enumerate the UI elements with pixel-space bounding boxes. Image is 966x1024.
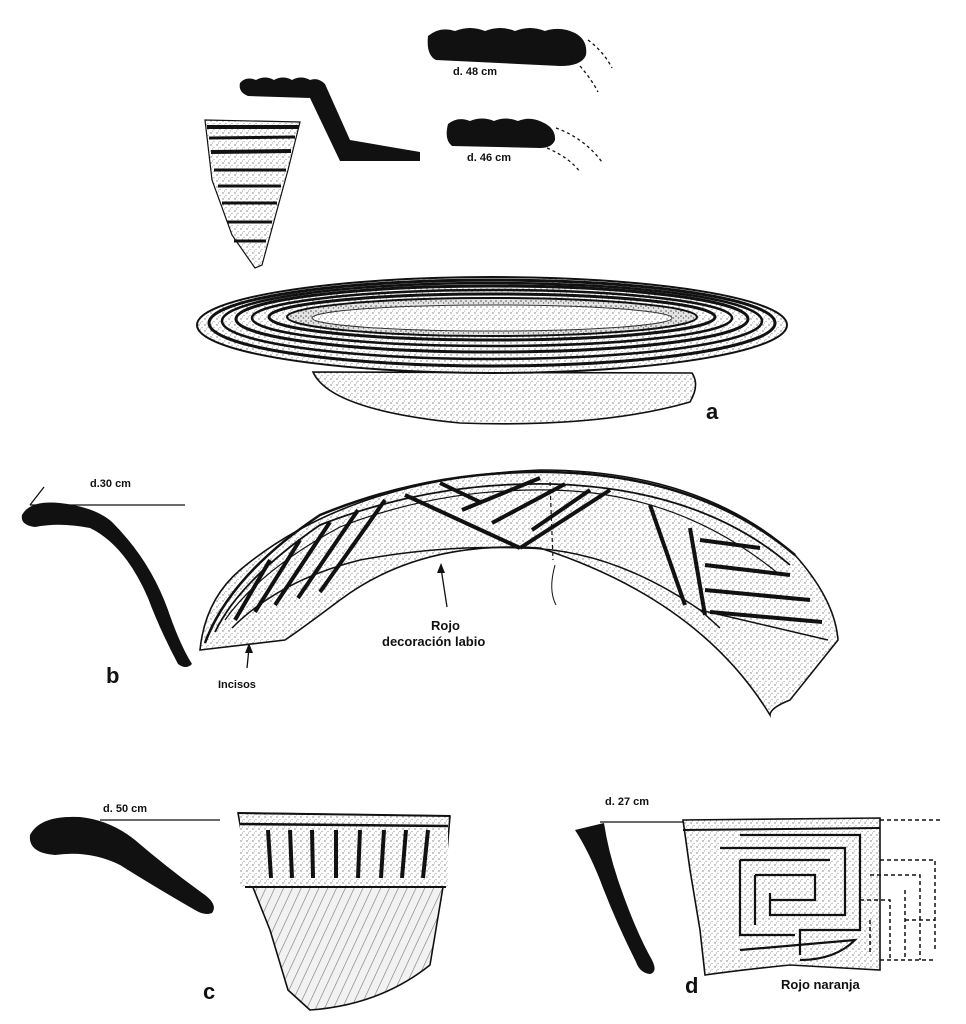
figure-c-profile: d. 50 cm: [29, 803, 220, 914]
figure-letter-a: a: [706, 399, 719, 424]
figure-a-profile-46: d. 46 cm: [446, 118, 603, 173]
figure-d: d. 27 cm: [575, 796, 940, 998]
figure-d-profile: d. 27 cm: [575, 796, 700, 974]
figure-b-profile: d.30 cm: [21, 478, 192, 667]
diameter-label-a2: d. 46 cm: [467, 152, 511, 164]
annotation-incisos: Incisos: [218, 679, 256, 691]
diameter-label-c: d. 50 cm: [103, 803, 147, 815]
diameter-label-a1: d. 48 cm: [453, 66, 497, 78]
figure-c-sherd: [237, 812, 451, 1011]
figure-d-sherd: [682, 817, 940, 976]
figure-a: d. 48 cm d. 46 cm a: [196, 28, 788, 425]
figure-c: d. 50 cm c: [29, 803, 451, 1011]
figure-letter-c: c: [203, 979, 215, 1004]
figure-letter-d: d: [685, 973, 698, 998]
annotation-rojo: Rojo: [431, 618, 460, 633]
figure-b: d.30 cm: [21, 469, 839, 718]
annotation-decoracion-labio: decoración labio: [382, 634, 485, 649]
figure-a-profile-step: [239, 77, 420, 161]
figure-letter-b: b: [106, 663, 119, 688]
figure-b-rim-arc: Rojo decoración labio Incisos: [199, 469, 839, 718]
diameter-label-d: d. 27 cm: [605, 796, 649, 808]
figure-a-sherd: [204, 119, 301, 269]
diameter-label-b: d.30 cm: [90, 478, 131, 490]
figure-a-profile-48: d. 48 cm: [427, 28, 613, 93]
annotation-rojo-naranja: Rojo naranja: [781, 977, 861, 992]
figure-a-plate-drawing: a: [196, 276, 788, 425]
